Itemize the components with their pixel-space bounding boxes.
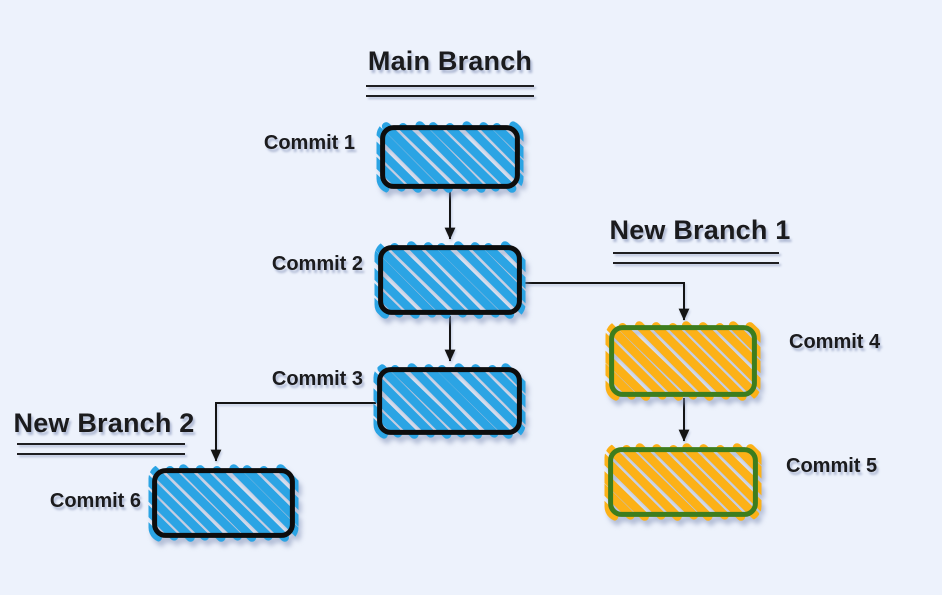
branch-title-new-branch-1: New Branch 1 — [609, 215, 791, 245]
edge-commit3-to-commit6 — [210, 402, 376, 462]
branch-title-main: Main Branch — [367, 46, 533, 76]
commit-label-4: Commit 4 — [789, 331, 881, 353]
commit-node-1 — [376, 121, 524, 193]
underline-main-branch — [366, 85, 534, 97]
underline-new-branch-2 — [17, 443, 185, 455]
edge-commit2-to-commit4 — [523, 282, 690, 321]
commit-label-3: Commit 3 — [271, 368, 363, 390]
commit-label-2: Commit 2 — [271, 253, 363, 275]
commit-label-6: Commit 6 — [49, 490, 141, 512]
branch-title-new-branch-2: New Branch 2 — [13, 408, 195, 438]
commit-node-2 — [374, 241, 526, 319]
commit-label-5: Commit 5 — [786, 455, 878, 477]
commit-node-3 — [373, 363, 526, 439]
commit-node-4 — [605, 321, 761, 401]
underline-new-branch-1 — [613, 252, 779, 264]
commit-label-1: Commit 1 — [263, 132, 355, 154]
commit-node-5 — [604, 443, 762, 521]
commit-node-6 — [148, 464, 299, 542]
